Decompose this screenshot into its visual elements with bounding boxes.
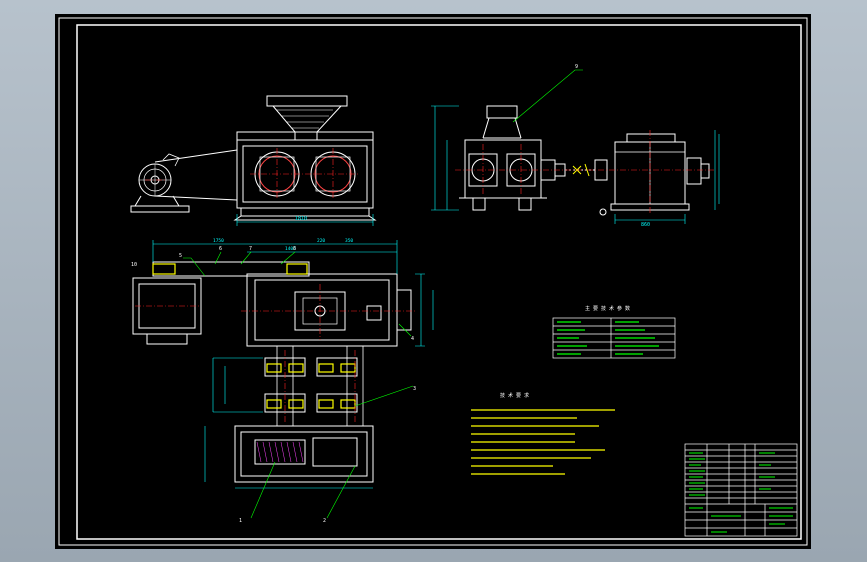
- balloon-10: 10: [131, 262, 137, 268]
- front-view: [130, 95, 377, 221]
- title-block-text: [689, 452, 793, 533]
- balloon-5: 5: [179, 253, 182, 259]
- top-dim-a: 1750: [213, 238, 224, 244]
- side-centerlines: [455, 130, 715, 214]
- drawing-sheet: 1810 860: [55, 14, 811, 549]
- side-width-dim: 860: [641, 222, 650, 228]
- balloon-4: 4: [411, 336, 414, 342]
- title-block: [684, 443, 798, 537]
- top-leaders: [183, 251, 414, 519]
- front-centerlines: [145, 148, 360, 200]
- top-accents: [152, 263, 356, 409]
- balloon-labels: 1 2 3 4 5 6 7 8 9 10: [131, 64, 578, 524]
- top-hatch: [256, 441, 304, 463]
- tech-table-heading: 主 要 技 术 参 数: [585, 305, 630, 312]
- tech-table-text: [557, 321, 659, 355]
- balloon-7: 7: [249, 246, 252, 252]
- top-dim-c: 350: [345, 238, 353, 244]
- tech-table: [552, 317, 676, 359]
- requirements-heading: 技 术 要 求: [500, 392, 529, 399]
- top-dim-b: 1400: [285, 246, 296, 252]
- top-dim-d: 220: [317, 238, 325, 244]
- balloon-2: 2: [323, 518, 326, 524]
- assembly-drawing: 1810 860: [58, 17, 808, 546]
- front-width-dim: 1810: [295, 216, 307, 222]
- balloon-6: 6: [219, 246, 222, 252]
- side-leader: [512, 69, 583, 123]
- balloon-1: 1: [239, 518, 242, 524]
- requirements-text: [471, 409, 615, 475]
- front-dimensions: [236, 214, 374, 226]
- balloon-8: 8: [293, 246, 296, 252]
- balloon-3: 3: [413, 386, 416, 392]
- top-centerlines: [135, 284, 415, 424]
- top-dimensions: [152, 240, 434, 489]
- side-dimensions: [431, 105, 720, 224]
- balloon-9: 9: [575, 64, 578, 70]
- side-view: [459, 105, 710, 216]
- sheet-border: [58, 17, 808, 546]
